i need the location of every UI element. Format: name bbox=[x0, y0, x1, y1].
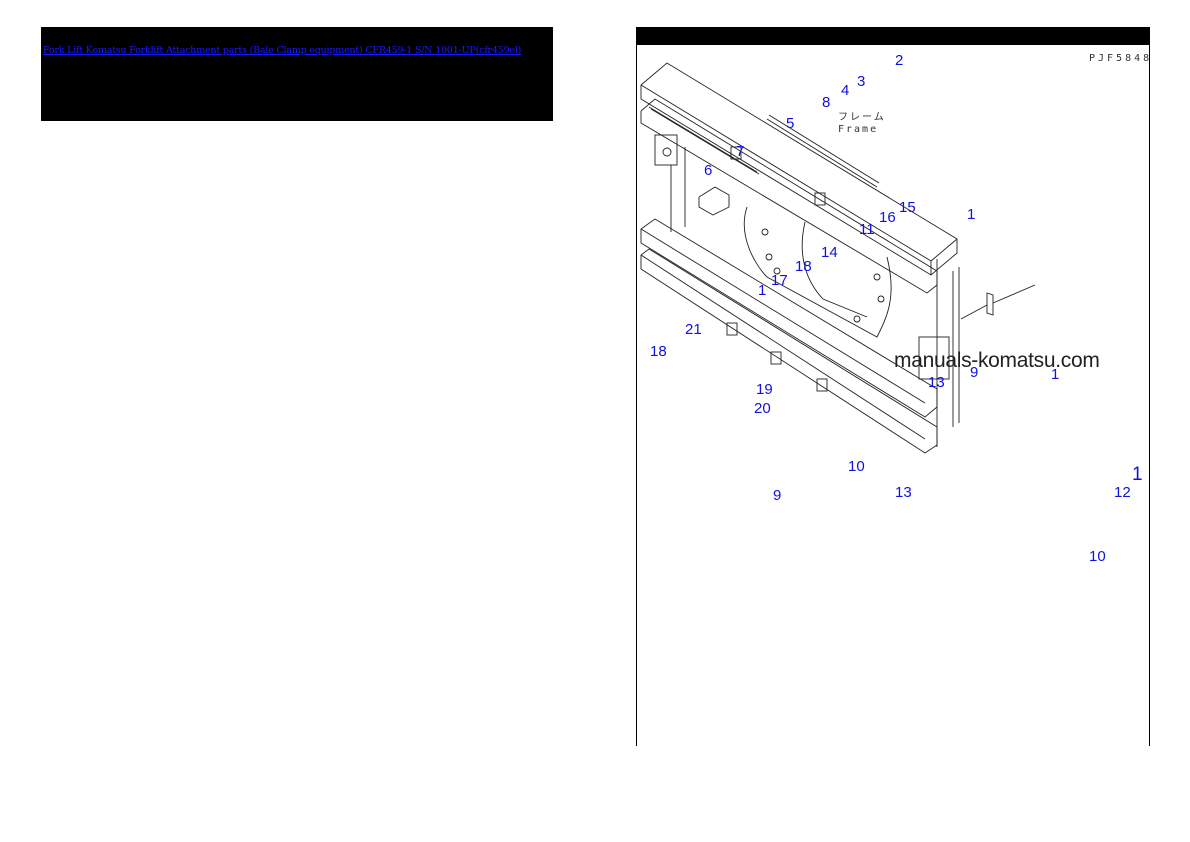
callout-8[interactable]: 8 bbox=[822, 94, 831, 111]
drawing-code: PJF5848 bbox=[1089, 53, 1153, 64]
callout-1[interactable]: 1 bbox=[758, 282, 767, 299]
frame-label-en: Frame bbox=[838, 124, 879, 135]
callout-1[interactable]: 1 bbox=[1132, 464, 1143, 485]
callout-20[interactable]: 20 bbox=[754, 400, 771, 417]
callout-9[interactable]: 9 bbox=[773, 487, 782, 504]
callout-17[interactable]: 17 bbox=[771, 272, 788, 289]
callout-13[interactable]: 13 bbox=[895, 484, 912, 501]
callout-14[interactable]: 14 bbox=[821, 244, 838, 261]
watermark: manuals-komatsu.com bbox=[894, 349, 1100, 372]
frame-label-jp: フレーム bbox=[838, 112, 886, 123]
callout-18[interactable]: 18 bbox=[795, 258, 812, 275]
frame-drawing bbox=[640, 62, 1036, 454]
diagram-header-bar bbox=[637, 27, 1149, 45]
callout-1[interactable]: 1 bbox=[1051, 366, 1060, 383]
callout-10[interactable]: 10 bbox=[1089, 548, 1106, 565]
callout-4[interactable]: 4 bbox=[841, 82, 850, 99]
callout-5[interactable]: 5 bbox=[786, 115, 795, 132]
callout-18[interactable]: 18 bbox=[650, 343, 667, 360]
callout-11[interactable]: 11 bbox=[859, 221, 875, 238]
callout-21[interactable]: 21 bbox=[685, 321, 702, 338]
callout-1[interactable]: 1 bbox=[967, 206, 976, 223]
callout-12[interactable]: 12 bbox=[1114, 484, 1131, 501]
parts-diagram: PJF5848 フレーム Frame 2 3 4 8 5 7 6 15 16 1… bbox=[636, 27, 1150, 746]
callout-16[interactable]: 16 bbox=[879, 209, 896, 226]
callout-10[interactable]: 10 bbox=[848, 458, 865, 475]
callout-15[interactable]: 15 bbox=[899, 199, 916, 216]
callout-2[interactable]: 2 bbox=[895, 52, 904, 69]
callout-9[interactable]: 9 bbox=[970, 364, 979, 381]
callout-19[interactable]: 19 bbox=[756, 381, 773, 398]
callout-7[interactable]: 7 bbox=[736, 143, 745, 160]
callout-13[interactable]: 13 bbox=[928, 374, 945, 391]
parts-title-link[interactable]: Fork Lift Komatsu Forklift Attachment pa… bbox=[43, 45, 522, 56]
title-panel: Fork Lift Komatsu Forklift Attachment pa… bbox=[41, 27, 553, 121]
callout-3[interactable]: 3 bbox=[857, 73, 866, 90]
callout-6[interactable]: 6 bbox=[704, 162, 713, 179]
